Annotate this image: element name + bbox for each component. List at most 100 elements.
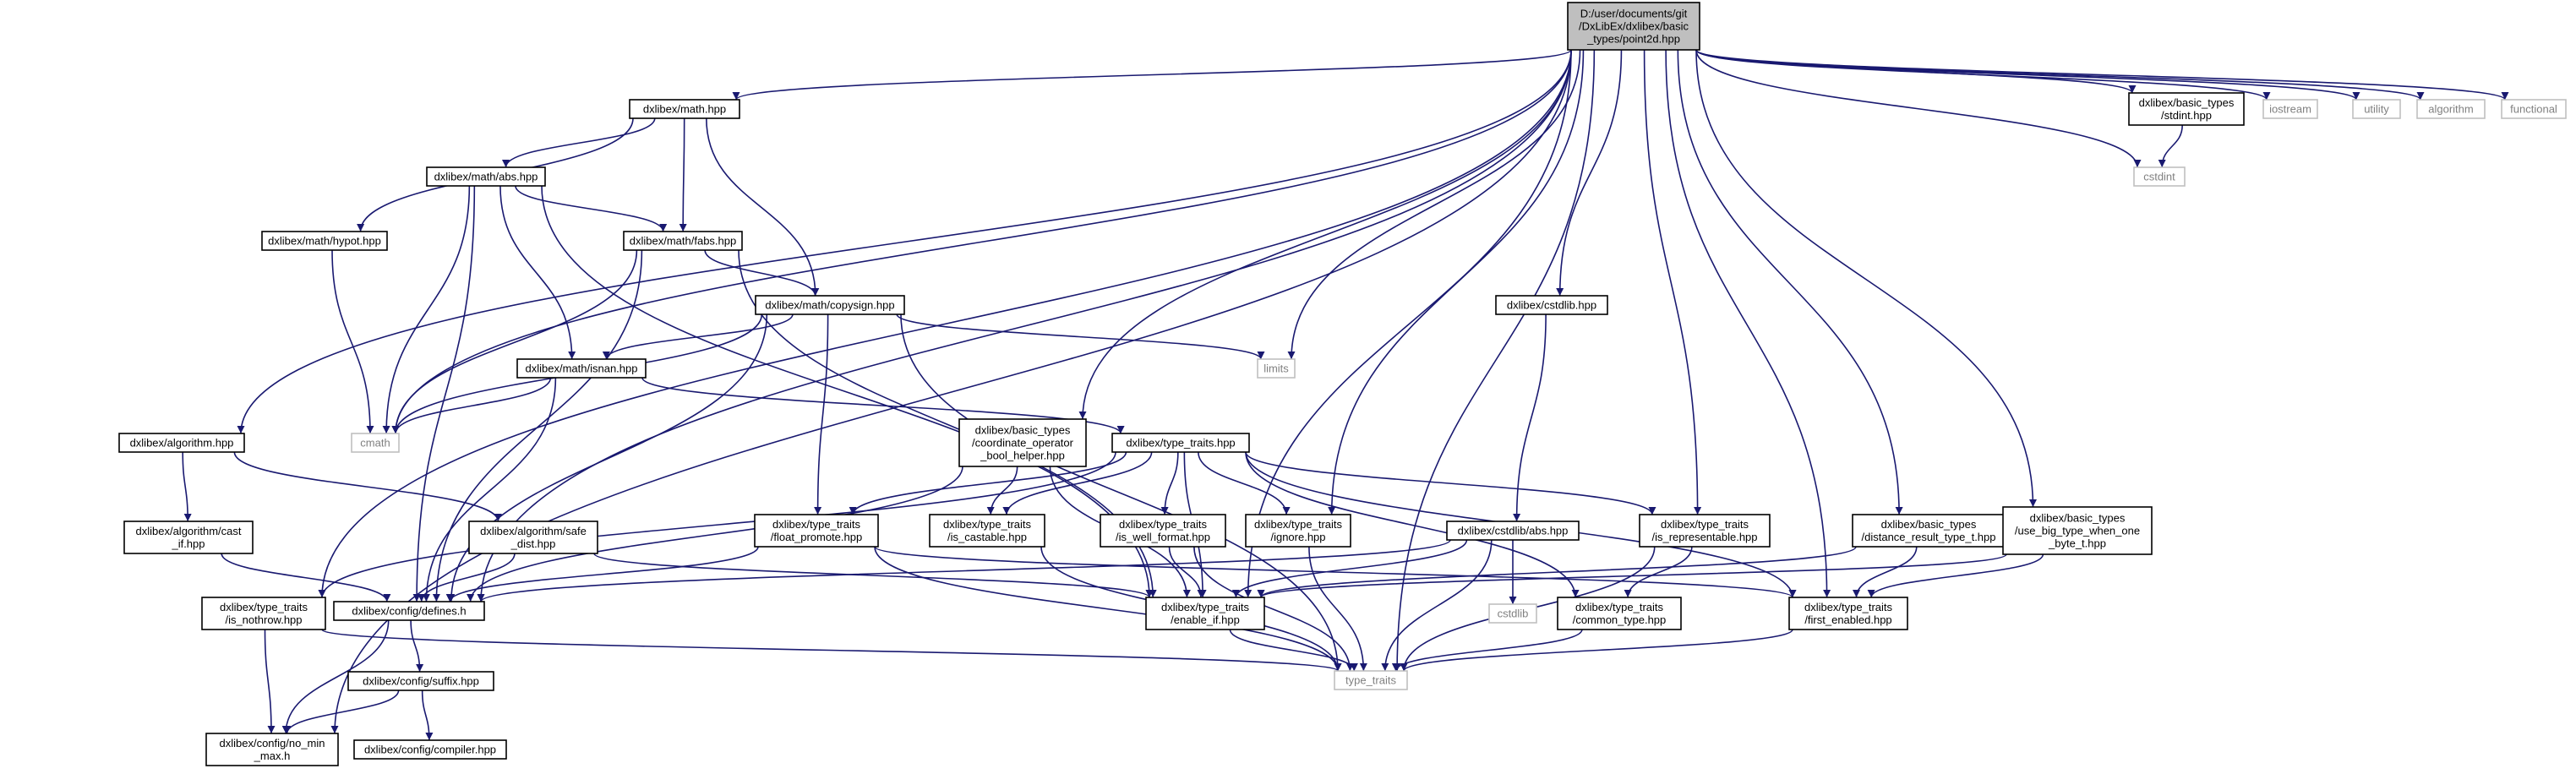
edge-line xyxy=(477,49,1572,602)
edge-line xyxy=(281,619,390,734)
edge-math-to-math_abs xyxy=(502,117,656,168)
edge-math_copysign-to-math_isnan xyxy=(602,313,794,360)
edge-root-to-use_big_type xyxy=(1695,49,2037,508)
node-box xyxy=(1567,2,1700,51)
edge-tt_float_promote-to-tt_first_enabled xyxy=(874,546,1797,598)
node-tt-is-representable[interactable]: dxlibex/type_traits/is_representable.hpp xyxy=(1639,514,1771,548)
node-label: dxlibex/type_traits xyxy=(220,601,308,613)
edge-tt_is_nothrow-to-type_traits xyxy=(321,629,1342,672)
node-label: dxlibex/type_traits xyxy=(943,518,1032,531)
edge-math_abs-to-config_defines xyxy=(412,185,476,602)
edge-line xyxy=(283,690,400,734)
edge-use_big_type-to-tt_enable_if xyxy=(1257,553,2007,598)
node-config-defines[interactable]: dxlibex/config/defines.h xyxy=(333,601,485,621)
node-tt-ignore[interactable]: dxlibex/type_traits/ignore.hpp xyxy=(1245,514,1351,548)
node-config-compiler[interactable]: dxlibex/config/compiler.hpp xyxy=(353,739,507,760)
node-stdint-hpp[interactable]: dxlibex/basic_types/stdint.hpp xyxy=(2128,92,2245,126)
edge-root-to-functional xyxy=(1695,49,2509,101)
node-cstdlib-abs[interactable]: dxlibex/cstdlib/abs.hpp xyxy=(1446,521,1580,541)
node-box xyxy=(1100,514,1226,548)
node-math-fabs[interactable]: dxlibex/math/fabs.hpp xyxy=(623,231,743,251)
node-math-abs[interactable]: dxlibex/math/abs.hpp xyxy=(426,166,546,187)
edge-math_abs-to-math_fabs xyxy=(515,185,668,232)
node-box xyxy=(1446,521,1580,541)
node-label: _byte_t.hpp xyxy=(2048,537,2106,550)
node-coord-bool[interactable]: dxlibex/basic_types/coordinate_operator_… xyxy=(958,418,1087,467)
node-label: dxlibex/basic_types xyxy=(2139,96,2235,109)
node-tt-is-well-format[interactable]: dxlibex/type_traits/is_well_format.hpp xyxy=(1100,514,1226,548)
node-box xyxy=(1334,670,1408,690)
node-label: dxlibex/config/compiler.hpp xyxy=(364,744,496,756)
node-box xyxy=(1111,433,1250,453)
edge-line xyxy=(1391,629,1583,672)
edge-line xyxy=(1078,49,1572,420)
node-box xyxy=(351,433,400,453)
node-label: /ignore.hpp xyxy=(1270,531,1325,543)
node-label: D:/user/documents/git xyxy=(1580,8,1688,20)
edge-line xyxy=(1853,546,1918,598)
edge-line xyxy=(706,117,820,297)
node-algo-cast-if[interactable]: dxlibex/algorithm/cast_if.hpp xyxy=(123,521,254,554)
edge-line xyxy=(421,690,434,741)
node-tt-first-enabled[interactable]: dxlibex/type_traits/first_enabled.hpp xyxy=(1788,597,1908,630)
node-type-traits-hpp[interactable]: dxlibex/type_traits.hpp xyxy=(1111,433,1250,453)
edge-line xyxy=(1867,553,2044,598)
edge-root-to-math xyxy=(732,49,1572,101)
node-tt-is-castable[interactable]: dxlibex/type_traits/is_castable.hpp xyxy=(929,514,1045,548)
node-math-isnan[interactable]: dxlibex/math/isnan.hpp xyxy=(516,358,647,379)
edge-line xyxy=(264,629,276,734)
node-tt-float-promote[interactable]: dxlibex/type_traits/float_promote.hpp xyxy=(754,514,879,548)
node-label: /is_castable.hpp xyxy=(947,531,1027,543)
node-config-no-min-max[interactable]: dxlibex/config/no_min_max.h xyxy=(205,733,339,766)
edge-line xyxy=(2158,124,2183,168)
node-distance-result[interactable]: dxlibex/basic_types/distance_result_type… xyxy=(1852,514,2006,548)
node-label: dxlibex/type_traits xyxy=(1661,518,1749,531)
edge-line xyxy=(432,249,643,602)
node-algo-safe-dist[interactable]: dxlibex/algorithm/safe_dist.hpp xyxy=(468,521,598,554)
edge-line xyxy=(896,313,1265,360)
node-box xyxy=(118,433,245,453)
edge-line xyxy=(1168,546,1205,598)
edge-line xyxy=(412,185,476,602)
node-root: D:/user/documents/git/DxLibEx/dxlibex/ba… xyxy=(1567,2,1700,51)
edge-root-to-config_no_min_max xyxy=(330,49,1572,734)
edge-type_traits_hpp-to-tt_is_representable xyxy=(1245,451,1656,515)
node-label: dxlibex/type_traits xyxy=(1575,601,1664,613)
node-tt-enable-if[interactable]: dxlibex/type_traits/enable_if.hpp xyxy=(1145,597,1265,630)
node-box xyxy=(754,514,879,548)
node-tt-common-type[interactable]: dxlibex/type_traits/common_type.hpp xyxy=(1557,597,1682,630)
node-box xyxy=(1495,295,1608,315)
node-label: dxlibex/type_traits xyxy=(1119,518,1208,531)
node-math-hypot[interactable]: dxlibex/math/hypot.hpp xyxy=(261,231,388,251)
node-config-suffix[interactable]: dxlibex/config/suffix.hpp xyxy=(347,671,494,691)
node-math-copysign[interactable]: dxlibex/math/copysign.hpp xyxy=(755,295,905,315)
node-algorithm-hpp[interactable]: dxlibex/algorithm.hpp xyxy=(118,433,245,453)
edge-line xyxy=(874,546,1797,598)
edge-line xyxy=(331,249,374,434)
edge-line xyxy=(1245,451,1580,598)
node-box xyxy=(2352,99,2401,119)
node-box xyxy=(629,99,740,119)
edge-root-to-distance_result xyxy=(1677,49,1903,515)
node-cstdlib-hpp[interactable]: dxlibex/cstdlib.hpp xyxy=(1495,295,1608,315)
node-box xyxy=(1245,514,1351,548)
edge-line xyxy=(1257,546,1857,598)
node-label: dxlibex/type_traits xyxy=(1161,601,1250,613)
node-label: dxlibex/math/copysign.hpp xyxy=(765,299,894,312)
edge-line xyxy=(1695,49,2037,508)
node-label: /is_nothrow.hpp xyxy=(225,613,302,626)
edge-root-to-limits xyxy=(1287,49,1581,360)
edge-math_fabs-to-cmath xyxy=(391,249,638,434)
edge-line xyxy=(221,553,391,602)
node-tt-is-nothrow[interactable]: dxlibex/type_traits/is_nothrow.hpp xyxy=(201,597,326,630)
edge-line xyxy=(1308,546,1367,672)
node-math[interactable]: dxlibex/math.hpp xyxy=(629,99,740,119)
node-box xyxy=(347,671,494,691)
node-label: dxlibex/basic_types xyxy=(975,424,1071,437)
edge-config_defines-to-config_suffix xyxy=(410,619,424,673)
node-use-big-type[interactable]: dxlibex/basic_types/use_big_type_when_on… xyxy=(2002,506,2153,555)
node-type-traits: type_traits xyxy=(1334,670,1408,690)
edge-line xyxy=(900,313,1342,672)
node-label: dxlibex/math/abs.hpp xyxy=(434,171,538,183)
